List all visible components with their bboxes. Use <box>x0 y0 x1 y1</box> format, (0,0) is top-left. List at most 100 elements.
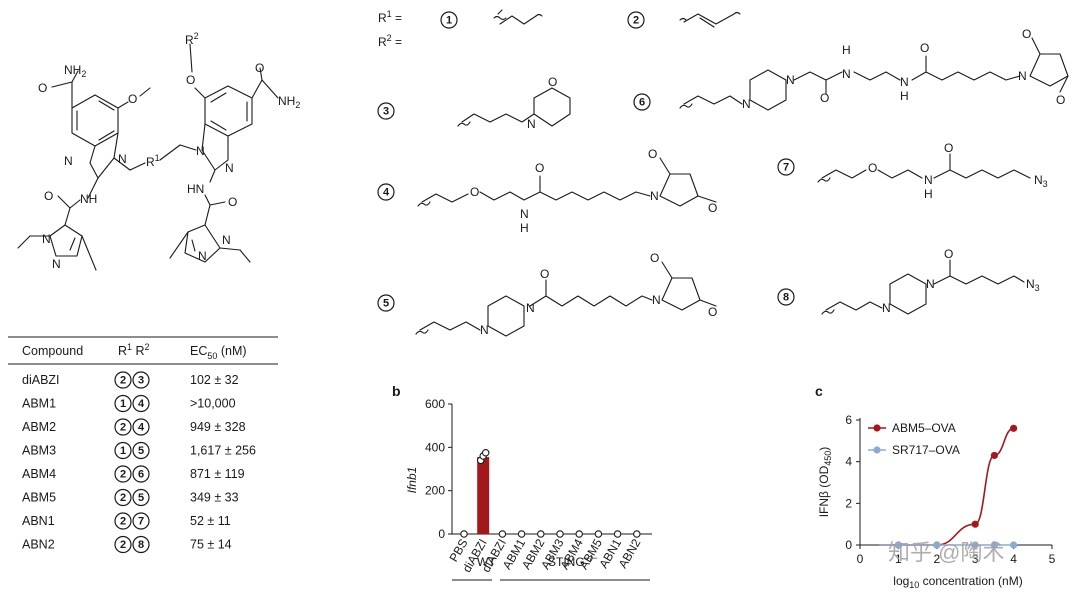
table-cell-r2: 4 <box>132 418 150 436</box>
data-point <box>498 530 507 538</box>
svg-text:R1: R1 <box>146 153 160 169</box>
table-cell-r1-circle <box>114 418 132 436</box>
table-cell-compound: ABM5 <box>22 491 56 505</box>
svg-text:NH2: NH2 <box>278 94 300 110</box>
panel-b-ylabel: Ifnb1 <box>405 467 419 494</box>
panel-c-x-tick-label: 3 <box>972 552 979 566</box>
table-cell-r2-circle <box>132 418 150 436</box>
sub5-o2: O <box>650 251 659 265</box>
panel-c-x-tick-label: 4 <box>1010 552 1017 566</box>
sub8-n2: N <box>926 277 935 291</box>
sub4-h: H <box>520 221 529 235</box>
sub5-n3: N <box>652 293 661 307</box>
panel-b: b Ifnb1 WT STING−/− 0200400600PBSdiABZId… <box>392 383 652 581</box>
core-n1: N <box>64 154 73 168</box>
core-n5: N <box>42 232 51 246</box>
sub3-o: O <box>548 75 557 89</box>
table-cell-r1: 2 <box>114 512 132 530</box>
table-cell-r1-text: 2 <box>120 539 126 551</box>
sub6-n5: N <box>1018 69 1027 83</box>
table-cell-r1: 1 <box>114 441 132 460</box>
table-cell-ec50: 75 ± 14 <box>190 538 232 552</box>
table-cell-r2: 3 <box>132 371 150 389</box>
sub5-o1: O <box>540 267 549 281</box>
core-structure: R2 R1 NH2 O O O O O O NH2 N N N N NH HN … <box>17 31 300 271</box>
table-cell-r1-text: 2 <box>120 492 126 504</box>
table-cell-r1: 2 <box>114 465 132 483</box>
sub6-n4: N <box>900 75 909 89</box>
svg-text:NH2: NH2 <box>64 63 86 79</box>
table-cell-r2-text: 6 <box>138 469 144 481</box>
data-point <box>517 530 526 538</box>
table-cell-r1-circle <box>114 441 132 460</box>
substituent-number-2: 2 <box>627 11 645 29</box>
sub5-o3: O <box>708 305 717 319</box>
sub6-o2: O <box>920 41 929 55</box>
data-point <box>460 530 468 538</box>
core-r2: R <box>185 33 194 47</box>
table-cell-r2-text: 7 <box>138 516 144 528</box>
data-point <box>613 530 622 538</box>
sub6-n3: N <box>842 67 851 81</box>
sub4-nh: N <box>520 207 529 221</box>
core-n3: N <box>196 144 205 158</box>
core-hn: HN <box>187 182 204 196</box>
table-cell-r1: 2 <box>114 418 132 436</box>
table-cell-r2-circle <box>132 535 150 554</box>
data-point <box>594 530 603 538</box>
substituent-number-5-text: 5 <box>383 298 389 310</box>
panel-c-ylabel: IFNβ (OD450) <box>817 447 833 518</box>
substituent-number-3: 3 <box>377 102 395 120</box>
substituent-number-4-text: 4 <box>383 187 390 199</box>
table-cell-r1-text: 2 <box>120 516 126 528</box>
r2-label: R <box>378 35 387 49</box>
substituent-number-3-text: 3 <box>383 106 389 118</box>
sub5-n2: N <box>526 301 535 315</box>
table-cell-compound: ABN1 <box>22 514 55 528</box>
core-o2: O <box>128 92 137 106</box>
table-cell-r1-circle <box>114 371 132 389</box>
sub7-h: H <box>924 187 933 201</box>
substituent-number-3-circle <box>377 102 395 120</box>
substituent-number-4: 4 <box>377 183 395 201</box>
table-cell-r1: 1 <box>114 394 132 413</box>
data-point <box>633 530 641 538</box>
table-cell-ec50: >10,000 <box>190 397 236 411</box>
table-cell-compound: ABM1 <box>22 397 56 411</box>
table-cell-r2-circle <box>132 488 150 507</box>
panel-c-y-tick-label: 0 <box>845 538 852 552</box>
substituent-number-6-text: 6 <box>639 97 645 109</box>
table-cell-r1: 2 <box>114 488 132 507</box>
panel-b-y-tick-label: 0 <box>438 527 445 541</box>
core-n4: N <box>225 161 234 175</box>
sub6-o4: O <box>1056 93 1065 107</box>
table-cell-r2-text: 5 <box>138 445 144 457</box>
table-cell-r1-text: 1 <box>120 445 126 457</box>
substituent-number-2-circle <box>627 11 645 29</box>
table-cell-r1-circle <box>114 465 132 483</box>
panel-c: c IFNβ (OD450) log10 concentration (nM) … <box>815 383 1056 590</box>
table-cell-compound: ABM3 <box>22 444 56 458</box>
table-cell-ec50: 949 ± 328 <box>190 420 246 434</box>
panel-c-label: c <box>815 383 823 399</box>
table-cell-r1-text: 2 <box>120 375 126 387</box>
sub7-o1: O <box>868 161 877 175</box>
table-cell-r2: 6 <box>132 465 150 483</box>
panel-b-label: b <box>392 383 401 399</box>
table-cell-r2: 7 <box>132 512 150 530</box>
substituent-number-6-circle <box>633 93 651 111</box>
sub6-o3: O <box>1022 27 1031 41</box>
substituent-number-8-circle <box>777 288 795 306</box>
table-cell-r2-circle <box>132 512 150 530</box>
sub4-o2: O <box>535 161 544 175</box>
table-cell-r2-circle <box>132 394 150 413</box>
table-cell-r2: 5 <box>132 441 150 460</box>
table-cell-ec50: 102 ± 32 <box>190 373 239 387</box>
table-cell-compound: ABN2 <box>22 538 55 552</box>
svg-text:R1 =: R1 = <box>378 9 402 25</box>
